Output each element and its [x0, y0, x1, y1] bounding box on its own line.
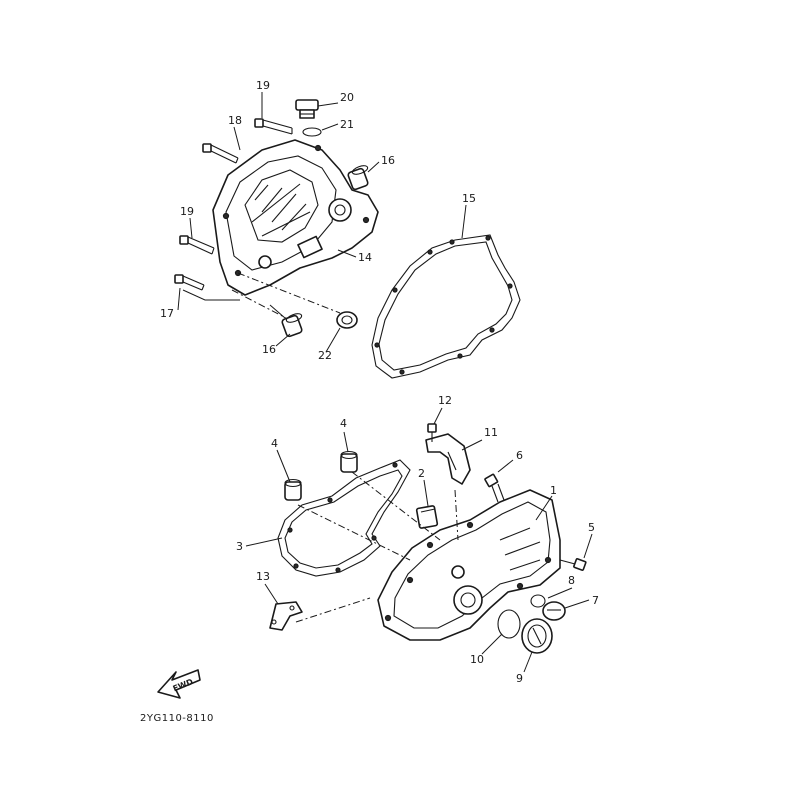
bracket-11	[425, 433, 471, 485]
bracket-13	[269, 601, 303, 631]
callout-16-bottom: 16	[262, 343, 276, 356]
callout-12: 12	[438, 394, 452, 407]
callout-11: 11	[484, 426, 498, 439]
bolt-17	[174, 274, 205, 291]
o-ring-8	[530, 594, 546, 608]
cap-9	[521, 618, 553, 654]
callout-7: 7	[592, 594, 599, 607]
cover-boss	[328, 198, 352, 222]
bolt-12	[427, 423, 437, 442]
plug-7	[542, 601, 566, 621]
dowel-pin-16-bottom	[281, 313, 303, 338]
crankcase-cover-gasket-3	[277, 459, 411, 577]
callout-5: 5	[588, 521, 595, 534]
bolt-5	[559, 558, 587, 571]
callout-14: 14	[358, 251, 372, 264]
callout-1: 1	[550, 484, 557, 497]
right-crankcase-cover-assembly	[174, 99, 379, 338]
callout-9: 9	[516, 672, 523, 685]
callout-17: 17	[160, 307, 174, 320]
fwd-arrow-icon: FWD	[157, 669, 201, 699]
callout-21: 21	[340, 118, 354, 131]
callout-15: 15	[462, 192, 476, 205]
callout-19-top: 19	[256, 79, 270, 92]
dowel-pin-4-left	[284, 478, 302, 501]
callout-20: 20	[340, 91, 354, 104]
part-2-bracket	[415, 505, 439, 529]
drawing-code: 2YG110-8110	[140, 713, 214, 724]
callout-2: 2	[418, 467, 425, 480]
bolt-18	[202, 143, 239, 164]
oil-filler-plug	[295, 99, 319, 119]
callout-6: 6	[516, 449, 523, 462]
dowel-pin-16-top	[347, 165, 369, 191]
callout-4-right: 4	[340, 417, 347, 430]
bolt-19-left	[179, 235, 215, 255]
crankcase-cover-left	[377, 489, 561, 641]
callout-22: 22	[318, 349, 332, 362]
callout-10: 10	[470, 653, 484, 666]
callout-labels: 19 20 21 18 16 19 14 15 17 16 22 12 11 4…	[160, 79, 599, 685]
o-ring-10	[497, 609, 521, 639]
oil-seal-22	[336, 311, 358, 329]
callout-13: 13	[256, 570, 270, 583]
callout-leaders	[177, 92, 593, 673]
callout-8: 8	[568, 574, 575, 587]
callout-3: 3	[236, 540, 243, 553]
bolt-6	[484, 473, 505, 503]
callout-18: 18	[228, 114, 242, 127]
crankcase-cover-right	[212, 139, 379, 296]
dowel-pin-4-right	[340, 450, 358, 473]
o-ring-21	[302, 127, 322, 137]
bolt-19-top	[254, 118, 293, 135]
callout-19-left: 19	[180, 205, 194, 218]
callout-4-left: 4	[271, 437, 278, 450]
callout-16-top: 16	[381, 154, 395, 167]
crankcase-cover-gasket-15	[371, 234, 521, 379]
